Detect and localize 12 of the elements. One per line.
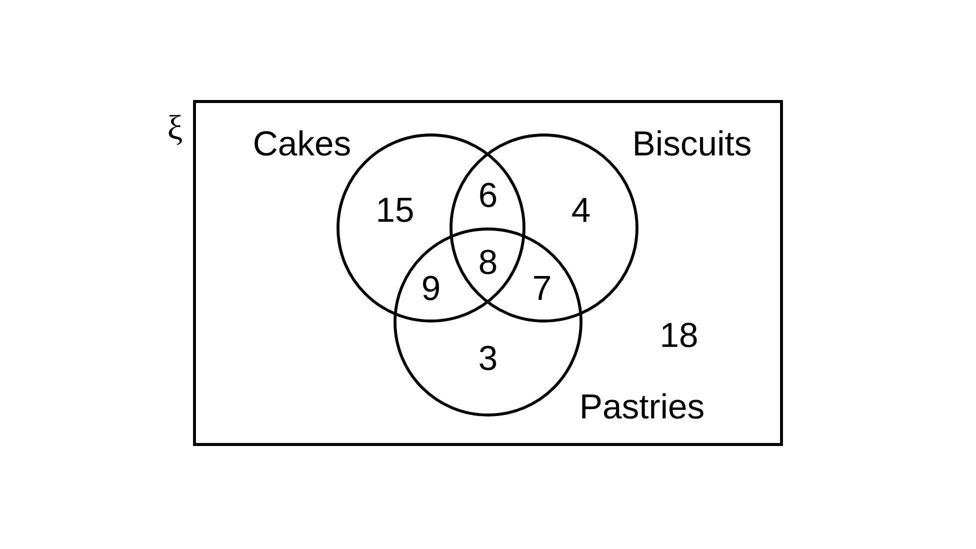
set-name: Biscuits (635, 130, 750, 156)
region-count: 6 (480, 182, 496, 208)
region-count: 7 (534, 276, 550, 300)
region-count: 15 (378, 198, 413, 222)
region-count: 18 (662, 322, 697, 348)
set-name: Cakes (254, 130, 350, 156)
universal-set-symbol: ξ (168, 114, 182, 146)
region-count: 9 (423, 276, 439, 300)
region-count: 8 (480, 250, 496, 274)
region-count: 4 (572, 198, 590, 222)
set-name: Pastries (582, 393, 704, 419)
region-count: 3 (480, 346, 496, 370)
